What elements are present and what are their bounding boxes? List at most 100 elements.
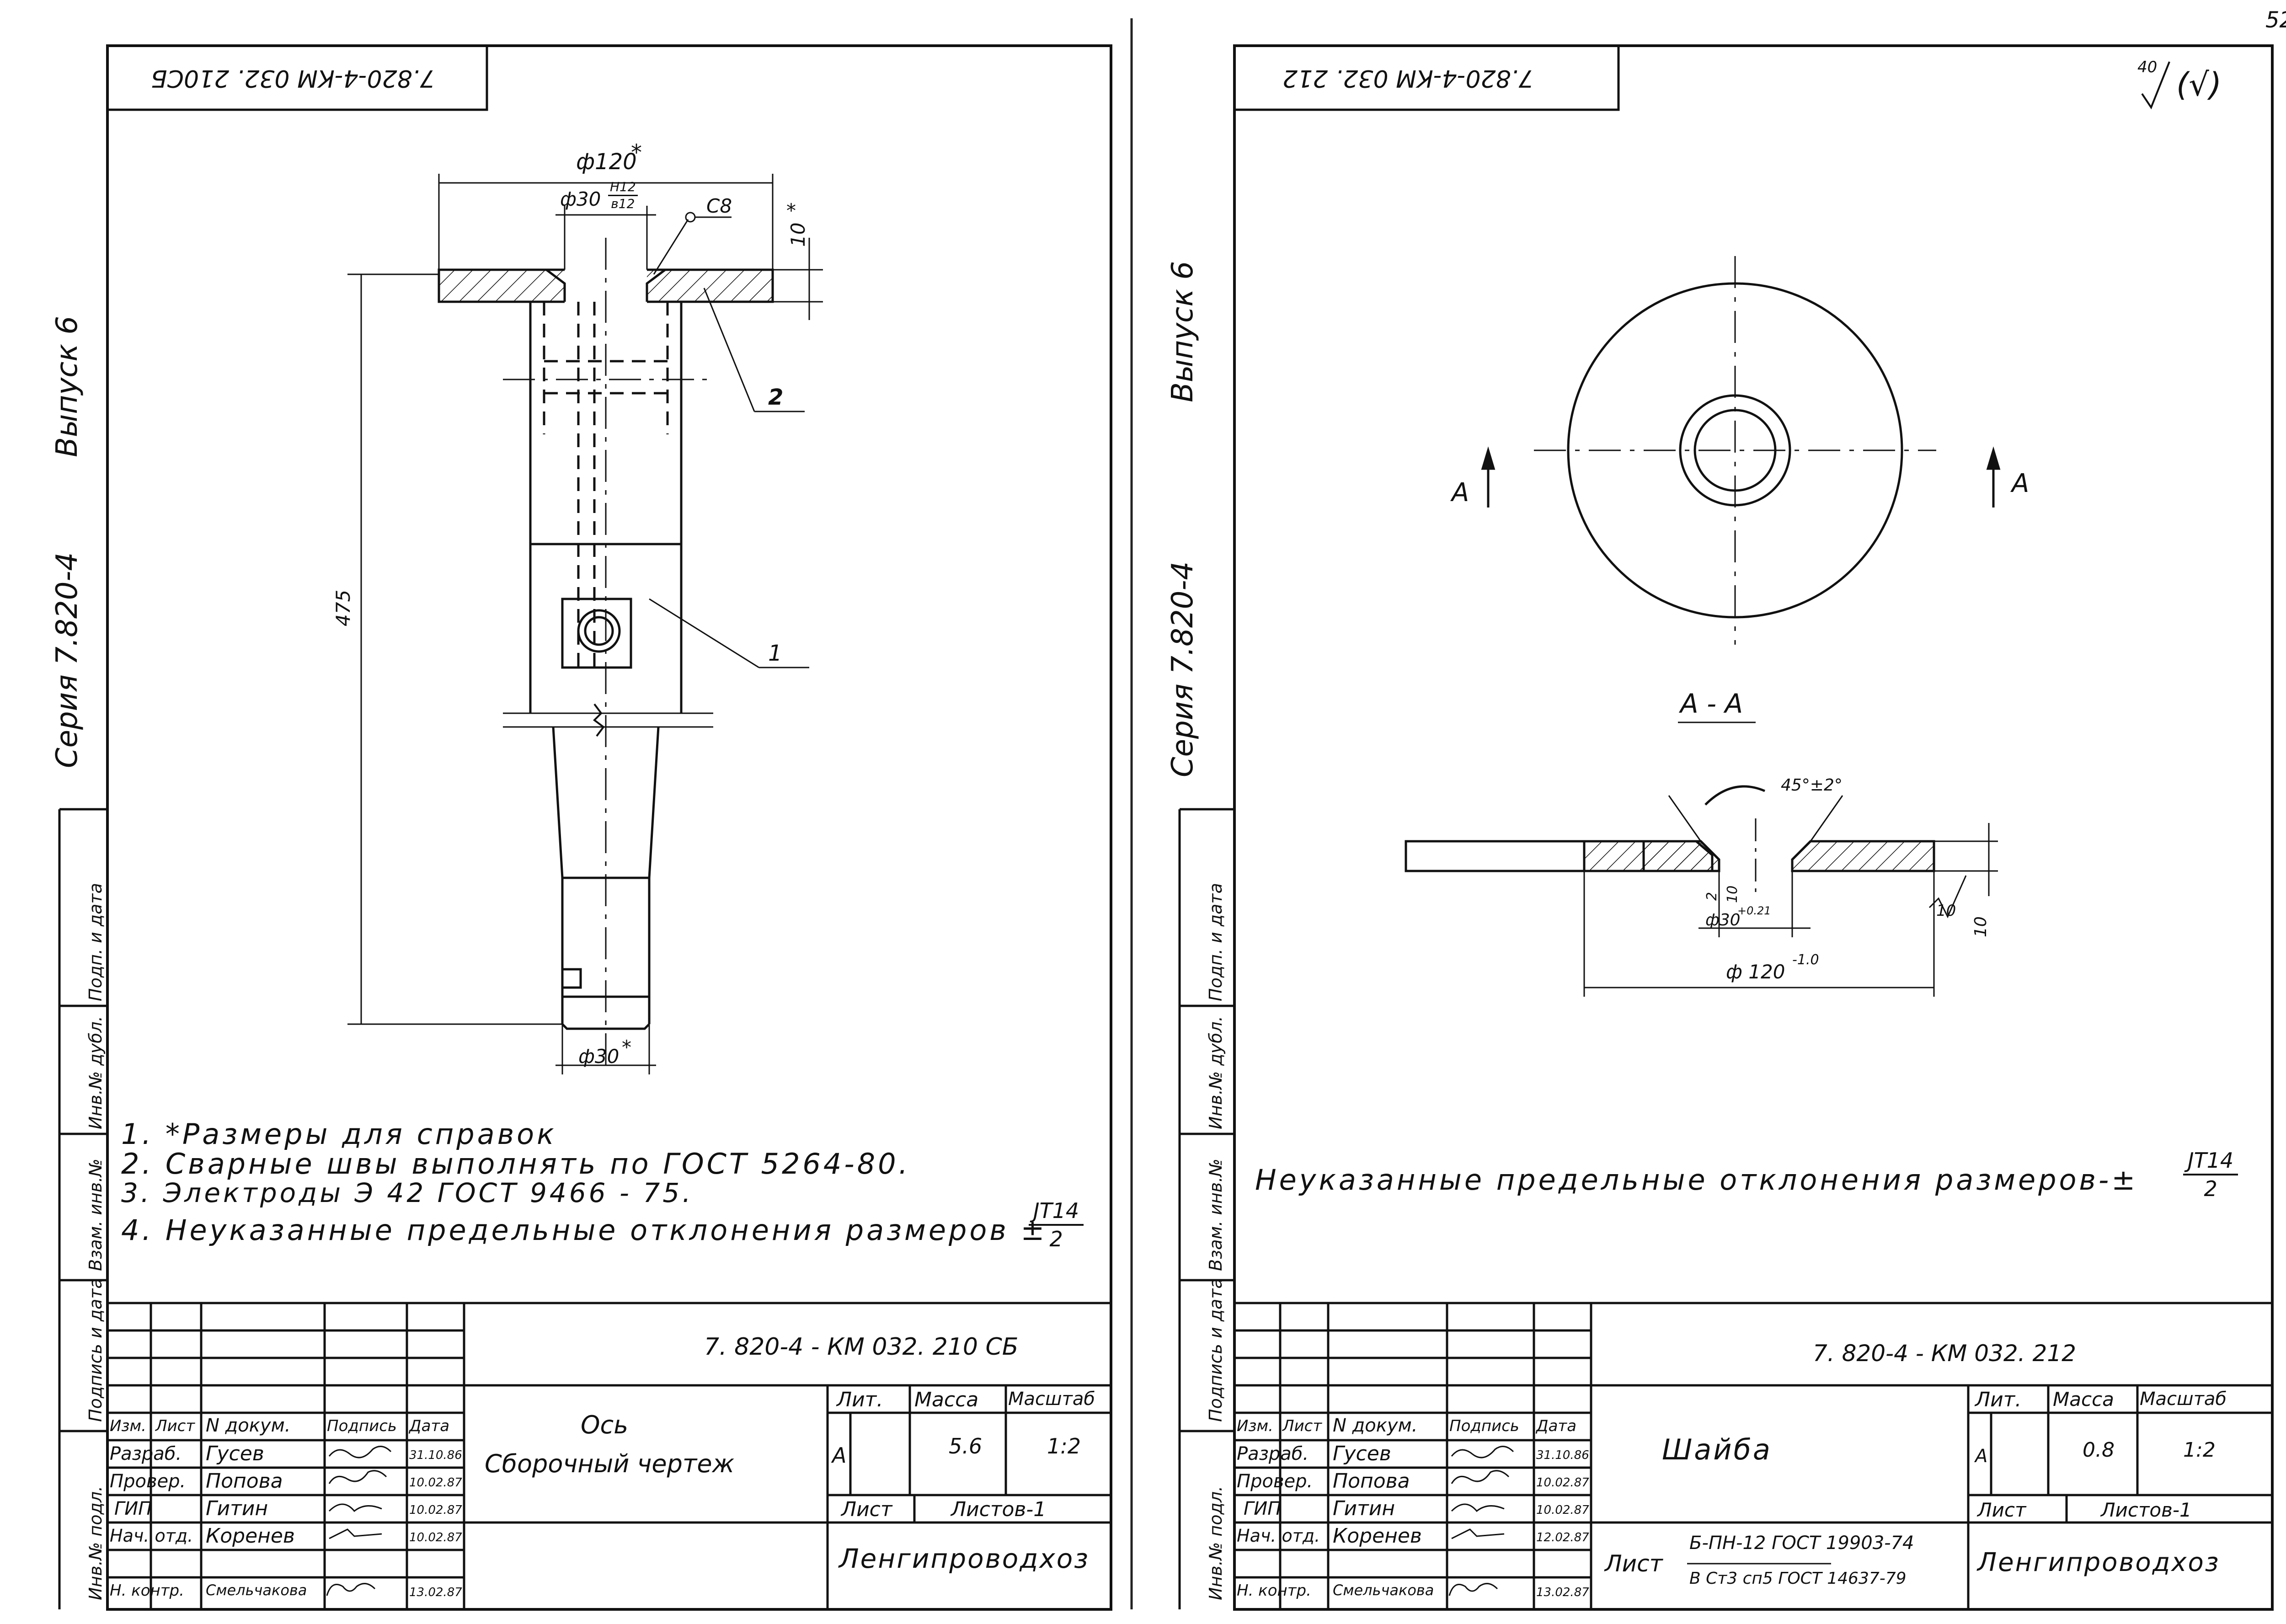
tb-col-izm: Изм. xyxy=(110,1417,146,1435)
tb-row-date: 10.02.87 xyxy=(1536,1476,1589,1490)
tb-row-name: Попова xyxy=(206,1469,283,1493)
tb-col-ndoc: N докум. xyxy=(206,1415,291,1436)
tb-col-date: Дата xyxy=(409,1417,450,1435)
roughness-symbol xyxy=(2141,61,2170,110)
title-block-lines xyxy=(107,1302,1111,1609)
tb-row-name: Гитин xyxy=(206,1497,268,1520)
tb-sheet-label: Лист xyxy=(1977,1499,2026,1521)
tb-name: Шайба xyxy=(1662,1433,1772,1466)
tb-row-name: Гусев xyxy=(1333,1442,1391,1465)
tb-lit: А xyxy=(832,1443,847,1468)
note-fraction-num: JT14 xyxy=(2183,1150,2238,1175)
section-mark-left: А xyxy=(1452,478,1469,508)
page-number: 52 xyxy=(2265,7,2286,33)
top-code-box xyxy=(106,44,488,111)
tb-row-role: Провер. xyxy=(110,1471,186,1492)
tb-row-date: 13.02.87 xyxy=(1536,1586,1589,1599)
sheet-right-graphics xyxy=(1178,44,2274,1611)
tb-row-date: 13.02.87 xyxy=(409,1586,462,1599)
tb-row-date: 31.10.86 xyxy=(409,1448,462,1462)
note-4-fraction-den: 2 xyxy=(1049,1227,1063,1251)
tb-sheets-label: Листов-1 xyxy=(951,1498,1047,1521)
tb-mass: 0.8 xyxy=(2083,1438,2115,1462)
tb-row-name: Смельчакова xyxy=(1333,1581,1434,1599)
dim-d30: ф30 xyxy=(1705,911,1741,930)
tb-row-role: ГИП xyxy=(1244,1498,1282,1519)
note-4-fraction-num: JT14 xyxy=(1029,1200,1084,1226)
tb-designation: 7. 820-4 - КМ 032. 212 xyxy=(1813,1340,2076,1367)
tb-sheet-label: Лист xyxy=(841,1498,892,1521)
tb-row-role: Разраб. xyxy=(1237,1443,1309,1464)
drawing-frame xyxy=(106,44,1112,1611)
tb-scale-label: Масштаб xyxy=(2140,1389,2227,1410)
position-2: 2 xyxy=(768,385,784,410)
tb-name-2: Сборочный чертеж xyxy=(485,1449,735,1478)
dim-fit-den: в12 xyxy=(611,196,635,211)
sheet-right: 7.820-4-КМ 032. 212 40 (√) Серия 7.820-4… xyxy=(1132,0,2286,1624)
tb-col-sign: Подпись xyxy=(327,1417,397,1435)
tb-row-name: Гусев xyxy=(206,1442,264,1465)
dim-d30: ф30 xyxy=(560,188,601,210)
tb-row-date: 12.02.87 xyxy=(1536,1531,1589,1544)
tb-name-1: Ось xyxy=(581,1410,629,1439)
tb-col-list: Лист xyxy=(1282,1417,1322,1435)
dim-fit: Н12 в12 xyxy=(608,181,638,210)
dim-d30-tol: +0.21 xyxy=(1737,904,1771,917)
tb-mass: 5.6 xyxy=(949,1434,983,1458)
tb-row-date: 31.10.86 xyxy=(1536,1448,1589,1462)
dim-c8: С8 xyxy=(706,195,732,217)
section-title: А - А xyxy=(1680,688,1743,719)
tb-lit: А xyxy=(1975,1446,1988,1467)
tb-col-date: Дата xyxy=(1536,1417,1577,1435)
tb-col-izm: Изм. xyxy=(1237,1417,1273,1435)
tb-row-name: Попова xyxy=(1333,1469,1410,1493)
tb-row-name: Коренев xyxy=(1333,1524,1422,1548)
tb-row-role: ГИП xyxy=(114,1498,152,1519)
roughness-paren: (√) xyxy=(2176,66,2222,103)
tb-col-list: Лист xyxy=(155,1417,195,1435)
top-code-box xyxy=(1233,44,1620,111)
signature-marks xyxy=(1448,1446,1514,1596)
sheet-left-graphics xyxy=(58,44,1112,1611)
tb-sheets-label: Листов-1 xyxy=(2101,1499,2192,1521)
tb-row-role: Разраб. xyxy=(110,1443,182,1464)
note-2: 2. Сварные швы выполнять по ГОСТ 5264-80… xyxy=(121,1147,911,1181)
title-block-lines xyxy=(1234,1302,2272,1609)
tb-row-name: Гитин xyxy=(1333,1497,1395,1520)
tb-row-date: 10.02.87 xyxy=(409,1503,462,1517)
axle-dimensions xyxy=(347,174,823,1074)
tb-row-date: 10.02.87 xyxy=(1536,1503,1589,1517)
note-3: 3. Электроды Э 42 ГОСТ 9466 - 75. xyxy=(121,1177,694,1208)
dim-d120: ф 120 xyxy=(1726,961,1785,983)
tb-col-ndoc: N докум. xyxy=(1333,1415,1418,1436)
tb-scale: 1:2 xyxy=(1047,1434,1081,1458)
tb-col-sign: Подпись xyxy=(1449,1417,1519,1435)
section-mark-right: А xyxy=(2012,469,2030,498)
tb-scale: 1:2 xyxy=(2183,1438,2216,1462)
tb-material-2: В Ст3 сп5 ГОСТ 14637-79 xyxy=(1689,1569,1907,1588)
tb-lit-label: Лит. xyxy=(837,1388,883,1411)
sheet-left: 7.820-4-КМ 032. 210СБ Серия 7.820-4 Выпу… xyxy=(0,0,1132,1624)
tb-designation: 7. 820-4 - КМ 032. 210 СБ xyxy=(704,1333,1019,1361)
note-1: 1. *Размеры для справок xyxy=(121,1117,557,1151)
tb-material-1: Б-ПН-12 ГОСТ 19903-74 xyxy=(1689,1533,1914,1554)
signature-marks xyxy=(326,1446,392,1596)
tb-row-role: Н. контр. xyxy=(110,1581,184,1600)
dim-chamfer: 45°±2° xyxy=(1781,776,1843,795)
tb-mass-label: Масса xyxy=(914,1388,979,1411)
dim-d120-tol: -1.0 xyxy=(1792,952,1819,968)
tb-row-name: Смельчакова xyxy=(206,1581,307,1599)
note-4: 4. Неуказанные предельные отклонения раз… xyxy=(121,1213,1047,1247)
tb-row-role: Н. контр. xyxy=(1237,1581,1311,1600)
washer-section-view xyxy=(1405,721,1998,997)
tb-row-role: Провер. xyxy=(1237,1471,1313,1492)
tb-org: Ленгипроводхоз xyxy=(1977,1548,2220,1577)
dim-d120-star: * xyxy=(631,140,642,166)
note-fraction: JT14 2 xyxy=(2183,1150,2238,1199)
drawing-frame xyxy=(1233,44,2274,1611)
note-fraction-den: 2 xyxy=(2204,1176,2217,1201)
position-1: 1 xyxy=(768,641,782,666)
axle-drawing xyxy=(438,238,774,1070)
tb-row-role: Нач. отд. xyxy=(110,1526,193,1546)
